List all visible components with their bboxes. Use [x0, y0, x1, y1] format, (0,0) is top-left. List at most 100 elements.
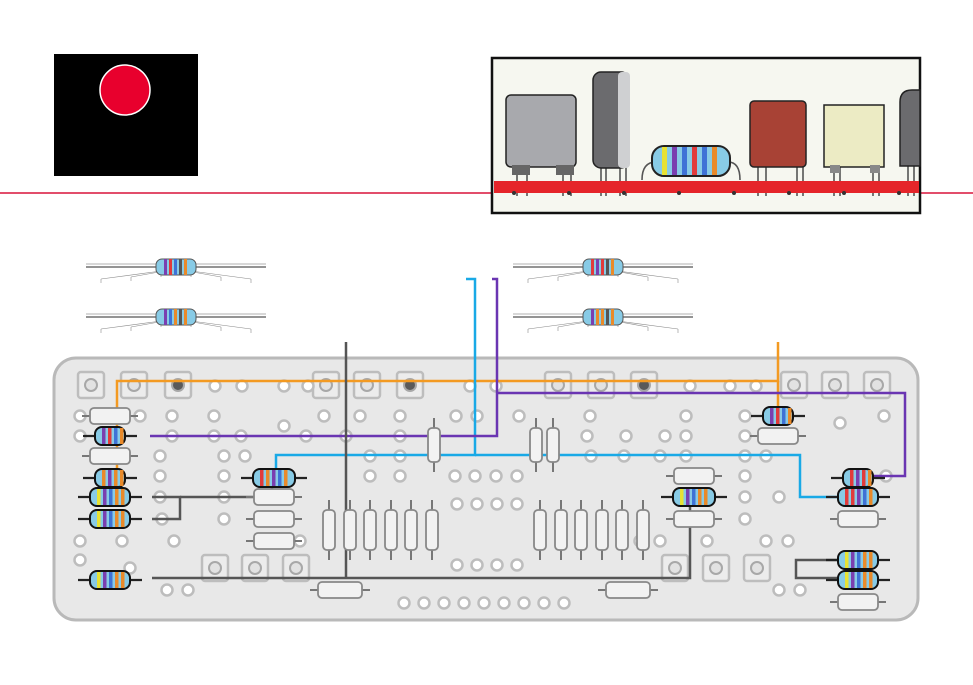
color-band — [770, 408, 774, 424]
pcb-hole — [240, 451, 251, 462]
pad-hole — [710, 562, 722, 574]
color-band — [284, 470, 288, 486]
vertical-footprint — [596, 510, 608, 550]
color-band — [272, 470, 276, 486]
color-band — [103, 511, 107, 527]
loose-resistor-3 — [513, 259, 693, 283]
color-band — [278, 470, 282, 486]
pcb-hole — [395, 411, 406, 422]
pcb-hole — [355, 411, 366, 422]
color-band — [704, 489, 708, 505]
color-band — [591, 309, 594, 325]
color-band — [184, 309, 187, 325]
color-band — [102, 428, 106, 444]
color-band — [692, 489, 696, 505]
component-strip — [492, 58, 920, 213]
color-band — [97, 489, 101, 505]
pcb-hole — [162, 585, 173, 596]
vertical-footprint — [385, 510, 397, 550]
strip-hole — [897, 191, 901, 195]
pad-hole — [751, 562, 763, 574]
color-band — [662, 147, 667, 175]
color-band — [596, 309, 599, 325]
ceramic-capacitor — [824, 105, 884, 167]
color-band — [611, 259, 614, 275]
loose-resistor-2 — [86, 309, 266, 333]
diode-footprint — [428, 428, 440, 462]
pcb-hole — [740, 492, 751, 503]
color-band — [606, 259, 609, 275]
pad-hole — [788, 379, 800, 391]
color-band — [102, 470, 106, 486]
pcb-hole — [761, 536, 772, 547]
color-band — [869, 489, 873, 505]
resistor-footprint — [674, 468, 714, 484]
color-band — [851, 552, 855, 568]
pcb-hole — [450, 471, 461, 482]
color-band — [851, 572, 855, 588]
capacitor-foot — [830, 165, 840, 173]
color-band — [179, 309, 182, 325]
electrolytic-capacitor — [506, 95, 576, 167]
capacitor-foot — [870, 165, 880, 173]
pcb-hole — [472, 560, 483, 571]
color-band — [266, 470, 270, 486]
pcb-hole — [774, 585, 785, 596]
vertical-footprint — [575, 510, 587, 550]
pcb-hole — [795, 585, 806, 596]
pad-hole — [871, 379, 883, 391]
color-band — [857, 552, 861, 568]
pcb-hole — [879, 411, 890, 422]
resistor-footprint — [90, 448, 130, 464]
pcb-hole — [155, 451, 166, 462]
color-band — [863, 489, 867, 505]
color-band — [863, 572, 867, 588]
diode-footprint — [547, 428, 559, 462]
color-band — [164, 309, 167, 325]
vertical-footprint — [534, 510, 546, 550]
strip-hole — [732, 191, 736, 195]
pcb-hole — [492, 499, 503, 510]
resistor-footprint — [254, 511, 294, 527]
pad-hole — [290, 562, 302, 574]
color-band — [97, 572, 101, 588]
loose-resistor-4 — [513, 309, 693, 333]
box-capacitor — [750, 101, 806, 167]
color-band — [788, 408, 792, 424]
color-band — [121, 572, 125, 588]
pcb-hole — [472, 499, 483, 510]
strip-hole — [622, 191, 626, 195]
pcb-hole — [183, 585, 194, 596]
color-band — [845, 552, 849, 568]
pcb-hole — [75, 536, 86, 547]
pcb-hole — [539, 598, 550, 609]
pcb-hole — [492, 560, 503, 571]
color-band — [862, 470, 866, 486]
color-band — [856, 470, 860, 486]
color-band — [869, 552, 873, 568]
pcb-hole — [399, 598, 410, 609]
color-band — [672, 147, 677, 175]
color-band — [869, 572, 873, 588]
color-band — [120, 428, 124, 444]
strip-hole — [677, 191, 681, 195]
color-band — [174, 309, 177, 325]
pcb-hole — [740, 411, 751, 422]
color-band — [115, 572, 119, 588]
pcb-hole — [319, 411, 330, 422]
color-band — [782, 408, 786, 424]
color-band — [601, 259, 604, 275]
color-band — [109, 572, 113, 588]
color-band — [850, 470, 854, 486]
logo-dot — [100, 65, 150, 115]
color-band — [169, 259, 172, 275]
color-band — [115, 511, 119, 527]
pcb-hole — [621, 431, 632, 442]
resistor-footprint — [90, 408, 130, 424]
pad-hole — [209, 562, 221, 574]
color-band — [179, 259, 182, 275]
logo — [54, 54, 198, 176]
color-band — [863, 552, 867, 568]
resistor-footprint — [838, 594, 878, 610]
